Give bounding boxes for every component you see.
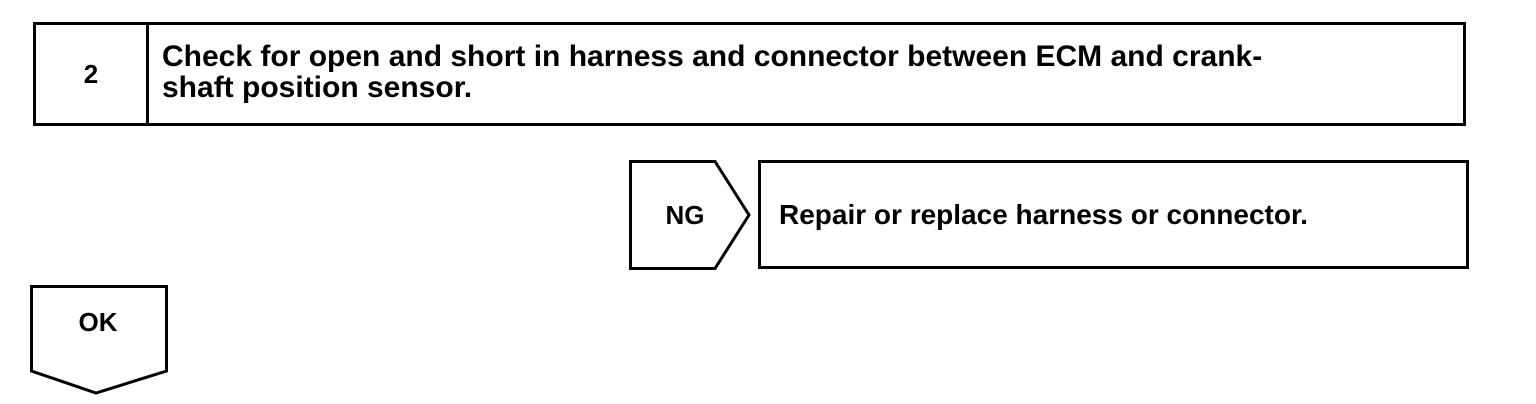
ng-result-text: Repair or replace harness or connector. [779, 198, 1309, 230]
ok-label: OK [78, 307, 118, 337]
ng-arrow-tag: NG [629, 160, 753, 270]
step-number: 2 [36, 25, 149, 123]
step-box: 2 Check for open and short in harness an… [33, 22, 1466, 126]
down-arrow-tag-icon [30, 285, 168, 395]
right-arrow-tag-icon [629, 160, 751, 270]
ng-label: NG [665, 199, 705, 230]
ng-result-box: Repair or replace harness or connector. [758, 160, 1469, 269]
ok-arrow-tag: OK [30, 285, 170, 397]
step-instruction: Check for open and short in harness and … [162, 40, 1263, 104]
